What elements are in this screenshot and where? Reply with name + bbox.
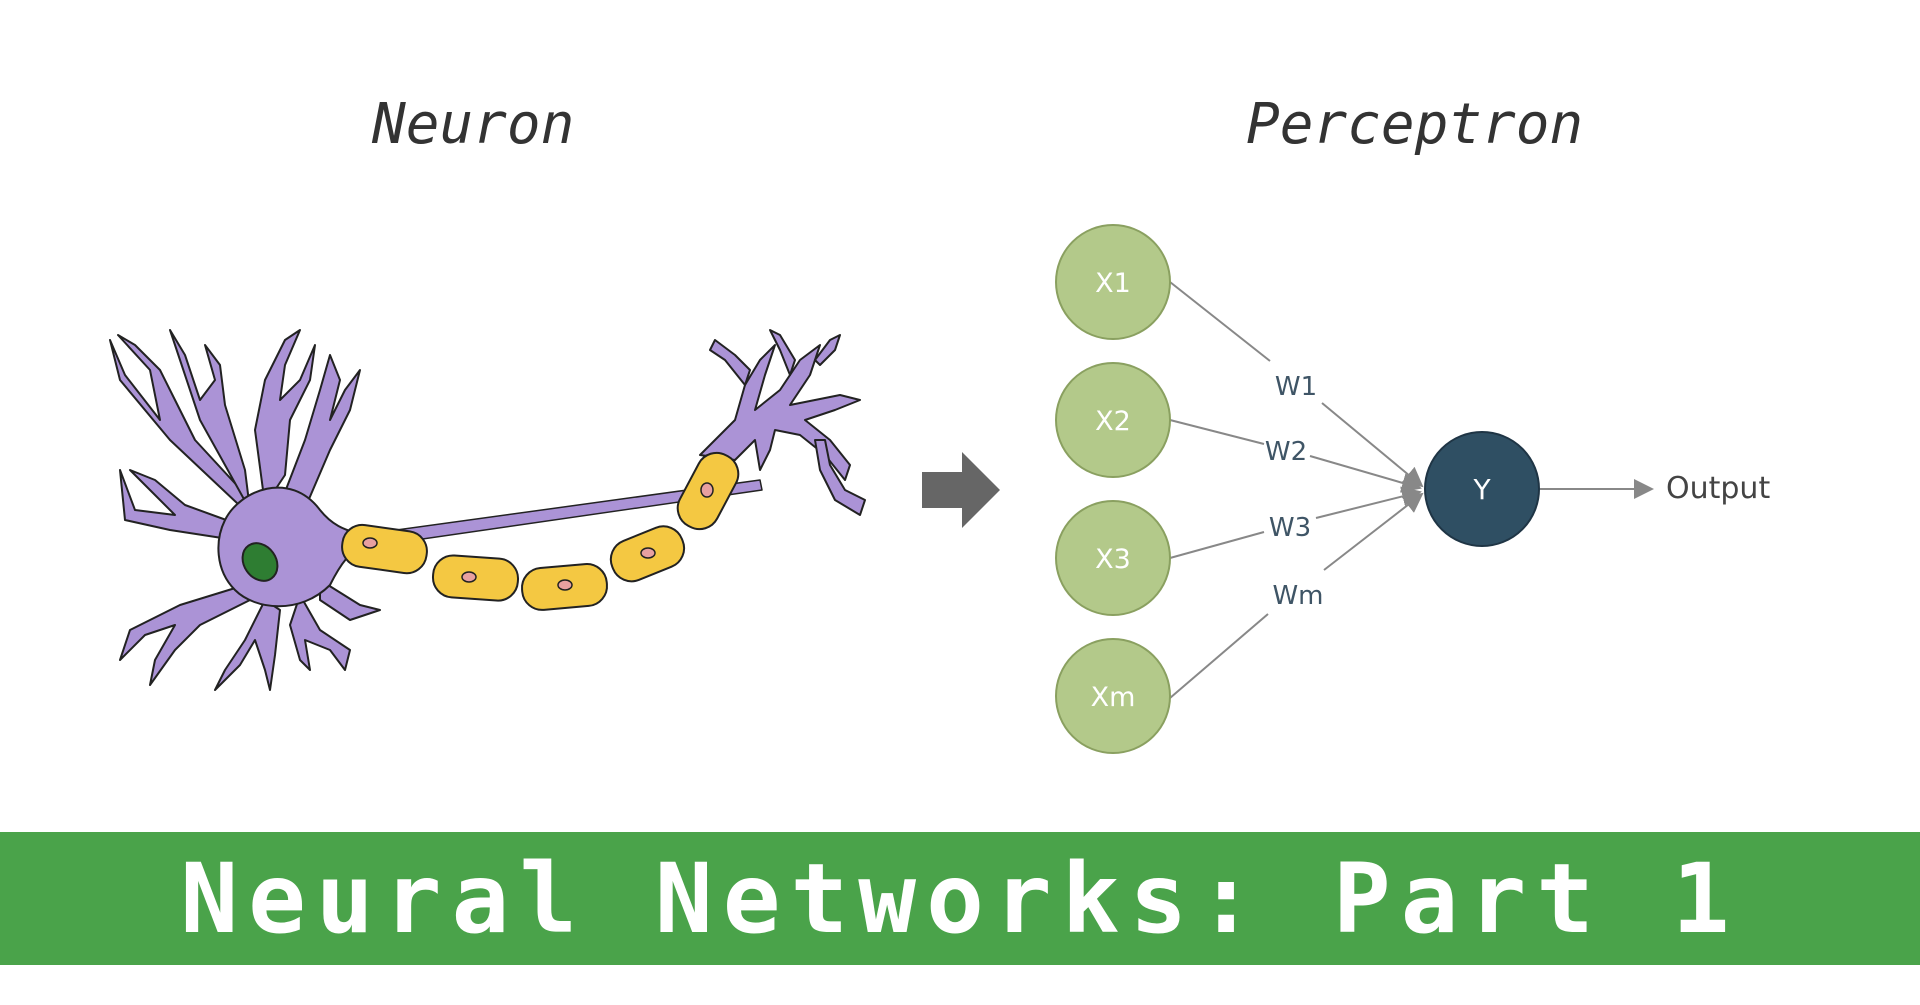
dendrite xyxy=(119,469,241,541)
connection-x1 xyxy=(1321,402,1424,488)
weight-label-w1: W1 xyxy=(1275,372,1317,402)
dendrite xyxy=(279,354,361,521)
weight-label-w2: W2 xyxy=(1265,437,1307,467)
input-node-xm xyxy=(1055,638,1171,754)
connection-xm xyxy=(1323,492,1424,571)
input-label-x2: X2 xyxy=(1095,406,1131,437)
input-node-x2 xyxy=(1055,362,1171,478)
dendrite xyxy=(254,329,316,506)
connection-x3 xyxy=(1315,486,1422,519)
connection-xm xyxy=(1169,613,1269,699)
input-node-x1 xyxy=(1055,224,1171,340)
dendrite xyxy=(169,329,251,511)
dendrite xyxy=(109,334,256,521)
right-arrow-icon xyxy=(922,452,1000,528)
axon-terminal xyxy=(814,439,866,516)
weight-label-w3: W3 xyxy=(1269,513,1311,543)
input-node-x3 xyxy=(1055,500,1171,616)
neuron-heading: Neuron xyxy=(372,92,575,157)
dendrite xyxy=(319,579,381,621)
title-banner: Neural Networks: Part 1 xyxy=(0,832,1920,965)
connection-x2 xyxy=(1309,455,1422,493)
connection-x3 xyxy=(1169,531,1265,559)
weight-label-wm: Wm xyxy=(1272,581,1323,611)
dendrite xyxy=(289,594,351,671)
input-label-x1: X1 xyxy=(1095,268,1131,299)
output-label: Output xyxy=(1666,471,1770,506)
input-label-xm: Xm xyxy=(1091,682,1136,713)
dendrite xyxy=(119,584,251,686)
axon-terminal xyxy=(769,329,796,376)
banner-title: Neural Networks: Part 1 xyxy=(180,842,1740,955)
connection-x1 xyxy=(1169,281,1271,362)
axon-terminal xyxy=(814,334,841,366)
axon-terminal xyxy=(709,339,751,386)
dendrite xyxy=(214,599,281,691)
input-label-x3: X3 xyxy=(1095,544,1131,575)
output-node-y xyxy=(1424,431,1540,547)
connection-x2 xyxy=(1169,419,1265,445)
myelin-sheath xyxy=(341,523,428,575)
perceptron-heading: Perceptron xyxy=(1246,92,1584,157)
nucleus xyxy=(241,542,279,582)
output-node-label: Y xyxy=(1472,473,1491,506)
